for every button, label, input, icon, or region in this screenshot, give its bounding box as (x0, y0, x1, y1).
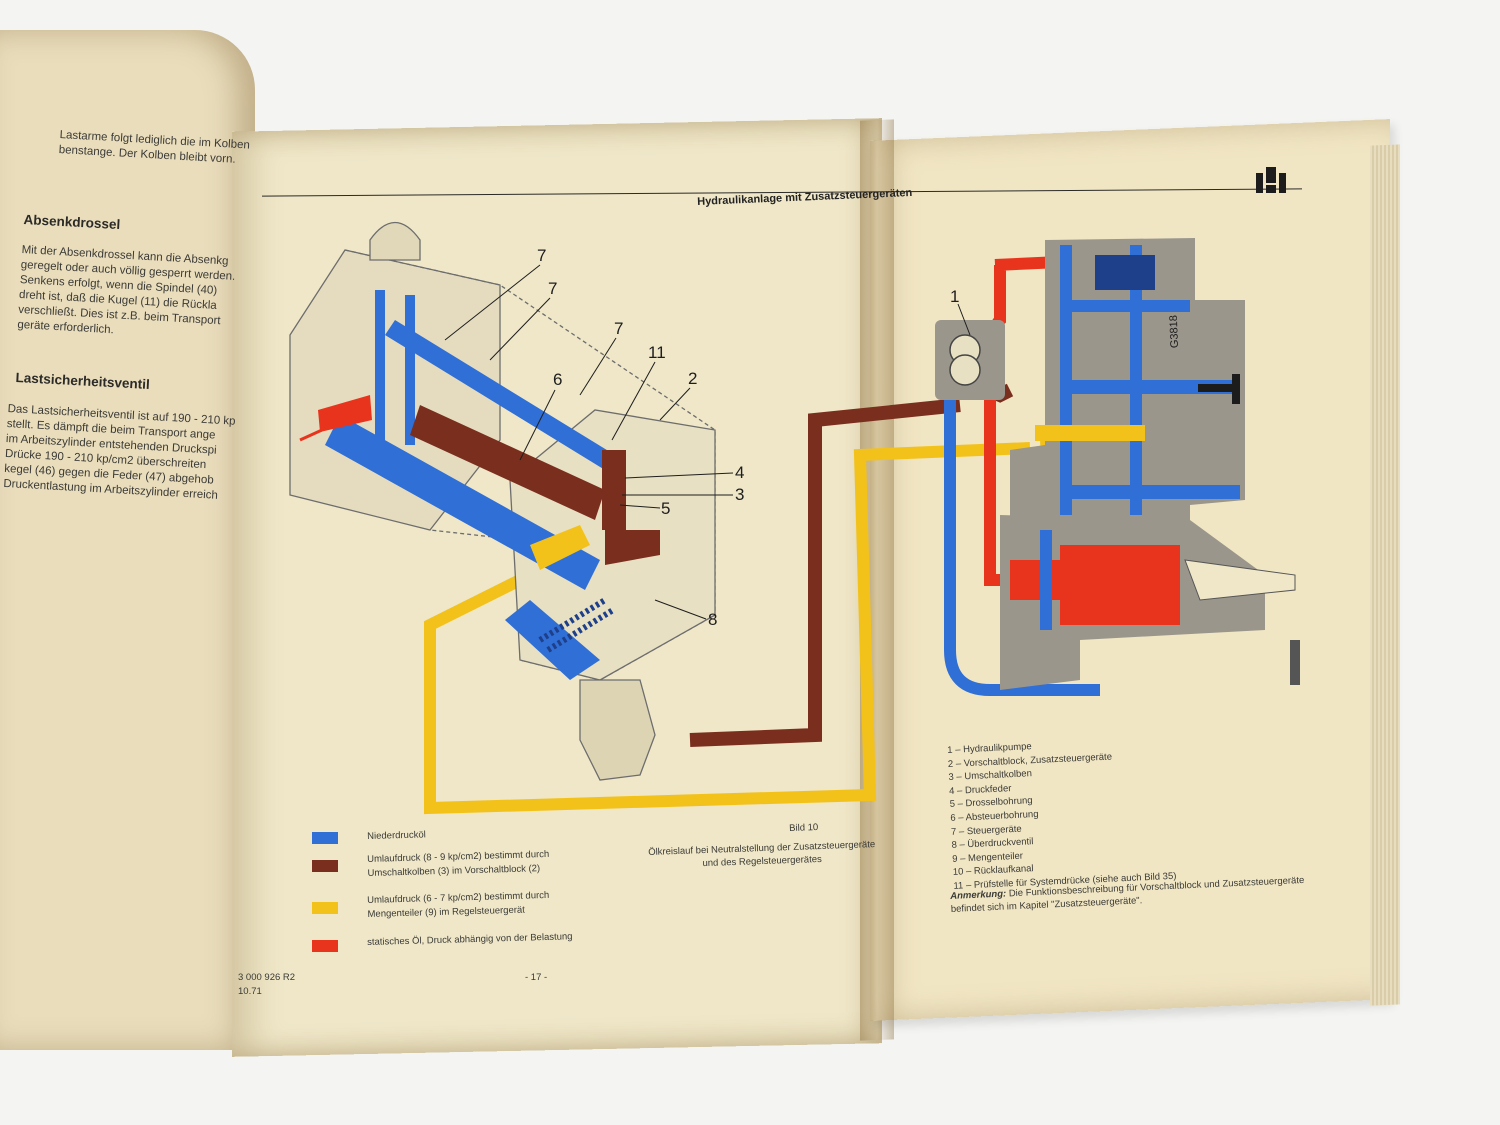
diagram-stamp: G3818 (1168, 315, 1181, 348)
frame-stub (1290, 640, 1300, 685)
callout-2: 2 (688, 369, 697, 388)
callout-5: 5 (661, 499, 670, 518)
legend-swatch-blue (312, 832, 338, 844)
callout-1: 1 (950, 287, 959, 306)
legend-line: Niederdrucköl (367, 829, 426, 842)
legend-swatch-red (312, 940, 338, 952)
legend-text-yellow: Umlaufdruck (6 - 7 kp/cm2) bestimmt durc… (367, 889, 550, 922)
note-label: Anmerkung: (950, 888, 1007, 902)
brown-valve-channels (410, 405, 660, 565)
callout-7b: 7 (548, 279, 557, 298)
brown-return-pipe (689, 398, 961, 747)
left-page (0, 30, 255, 1050)
callout-7a: 7 (537, 246, 546, 265)
valve-block-3d (289, 222, 716, 781)
callout-4: 4 (735, 463, 744, 482)
legend-text-blue: Niederdrucköl (367, 828, 426, 844)
legend-text-brown: Umlaufdruck (8 - 9 kp/cm2) bestimmt durc… (367, 848, 550, 881)
hydraulic-pump (935, 320, 1005, 400)
footer-doc-info: 3 000 926 R2 10.71 (238, 971, 295, 999)
lift-cylinder-section (1000, 515, 1296, 690)
callout-3: 3 (735, 485, 744, 504)
ih-logo (1256, 167, 1286, 193)
page-number: - 17 - (525, 972, 548, 983)
callout-leaders (444, 264, 971, 620)
footer-date: 10.71 (238, 986, 262, 997)
legend-swatch-yellow (312, 902, 338, 914)
footer-doc-number: 3 000 926 R2 (238, 972, 296, 983)
legend-swatch-brown (312, 860, 338, 872)
callout-7c: 7 (614, 319, 623, 338)
control-housing-section (1010, 238, 1245, 525)
yellow-pipe (424, 442, 1031, 815)
red-valve-channels (299, 395, 372, 442)
callout-11: 11 (648, 343, 666, 362)
callout-8: 8 (708, 610, 717, 629)
blue-return-pipe (944, 360, 1100, 696)
figure-label: Bild 10 (789, 821, 819, 834)
relief-spring (538, 597, 615, 653)
parts-list: 1 – Hydraulikpumpe 2 – Vorschaltblock, Z… (947, 734, 1177, 894)
yellow-valve-channel (530, 525, 590, 570)
callout-6: 6 (553, 370, 562, 389)
